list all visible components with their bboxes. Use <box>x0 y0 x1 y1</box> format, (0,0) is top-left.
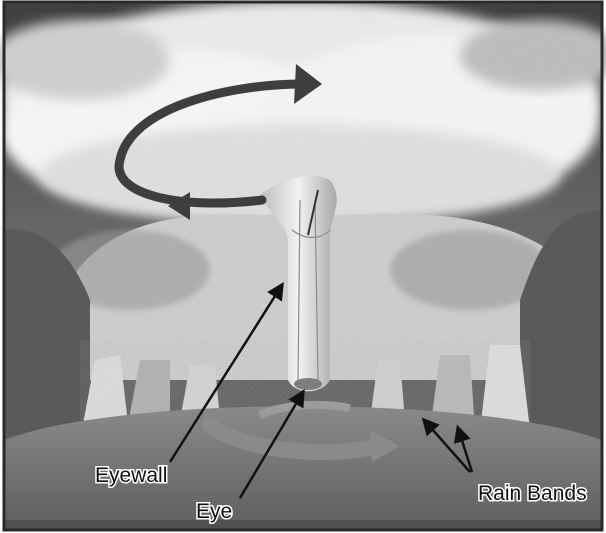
eye-base <box>294 378 322 390</box>
eyewall-label: Eyewall <box>95 464 167 487</box>
eye-label: Eye <box>196 500 232 523</box>
ground-surface <box>4 406 602 530</box>
rain-bands-label: Rain Bands <box>478 482 587 505</box>
